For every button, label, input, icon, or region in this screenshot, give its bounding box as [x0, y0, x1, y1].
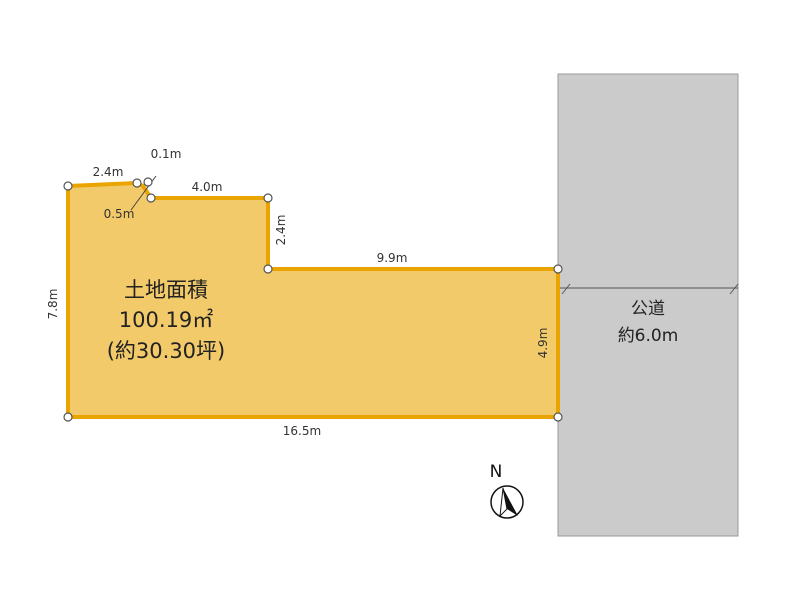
vertex-marker	[553, 264, 563, 274]
dimension-top-left: 2.4m	[93, 165, 124, 179]
vertex-marker	[143, 177, 153, 187]
dimension-left-side: 7.8m	[46, 289, 60, 320]
dimension-bottom: 16.5m	[283, 424, 321, 438]
dimension-notch-bottom: 0.5m	[104, 207, 135, 221]
vertex-markers	[63, 177, 563, 422]
road-width-label: 約6.0m	[618, 326, 679, 346]
vertex-marker	[553, 412, 563, 422]
dimension-right-side: 4.9m	[536, 328, 550, 359]
dimension-step-vertical: 2.4m	[274, 215, 288, 246]
vertex-marker	[146, 193, 156, 203]
road-label: 公道	[631, 299, 665, 319]
vertex-marker	[63, 181, 73, 191]
public-road	[557, 73, 739, 537]
land-area-tsubo: (約30.30坪)	[107, 339, 226, 363]
land-area-value: 100.19㎡	[119, 308, 213, 332]
road-width-tick-right	[729, 283, 739, 295]
vertex-marker	[63, 412, 73, 422]
vertex-marker	[263, 264, 273, 274]
north-arrow-outline-icon	[499, 487, 508, 518]
dimension-top-right: 9.9m	[377, 251, 408, 265]
dimension-top-middle: 4.0m	[192, 180, 223, 194]
vertex-marker	[132, 178, 142, 188]
dimension-notch-top: 0.1m	[151, 147, 182, 161]
north-compass: N	[490, 462, 524, 519]
north-label: N	[490, 462, 503, 482]
land-area-title: 土地面積	[124, 278, 208, 302]
vertex-marker	[263, 193, 273, 203]
road-width-tick-left	[561, 283, 571, 295]
